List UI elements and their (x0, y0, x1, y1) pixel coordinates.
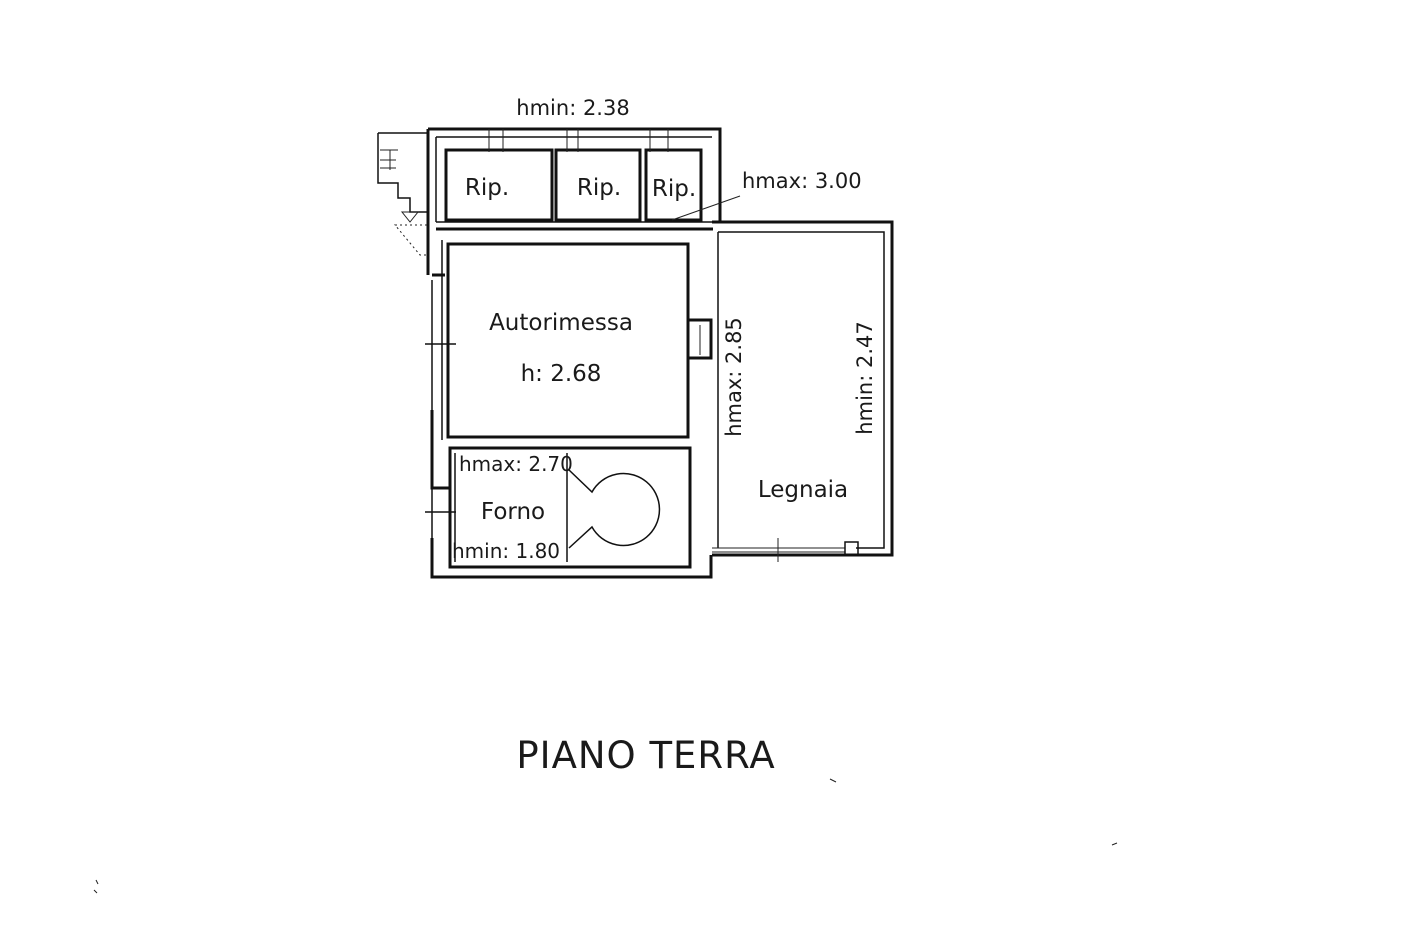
legnaia-room (712, 220, 894, 562)
floor-title: PIANO TERRA (516, 734, 775, 777)
legnaia-hmax-label: hmax: 2.85 (722, 317, 746, 437)
legnaia-hmin-label: hmin: 2.47 (853, 321, 877, 434)
autorimessa-room (441, 240, 713, 440)
staircase (377, 132, 429, 256)
forno-room (448, 446, 692, 569)
forno-hmin-label: hmin: 1.80 (452, 539, 560, 563)
forno-label: Forno (481, 499, 545, 525)
autorimessa-label: Autorimessa (489, 310, 633, 336)
rip-label-2: Rip. (577, 175, 621, 201)
hmax-rip-label: hmax: 3.00 (742, 169, 862, 193)
hmin-top-label: hmin: 2.38 (516, 96, 629, 120)
autorimessa-height-label: h: 2.68 (521, 361, 602, 387)
rip-label-1: Rip. (465, 175, 509, 201)
legnaia-label: Legnaia (758, 477, 848, 503)
scan-specks (93, 778, 1118, 894)
rip-room-1 (444, 148, 554, 222)
forno-hmax-label: hmax: 2.70 (459, 452, 573, 476)
oven-shape (568, 469, 661, 549)
rip-label-3: Rip. (652, 176, 696, 202)
storage-rooms (444, 129, 741, 222)
outer-walls (425, 127, 722, 579)
rip-room-2 (554, 148, 642, 222)
